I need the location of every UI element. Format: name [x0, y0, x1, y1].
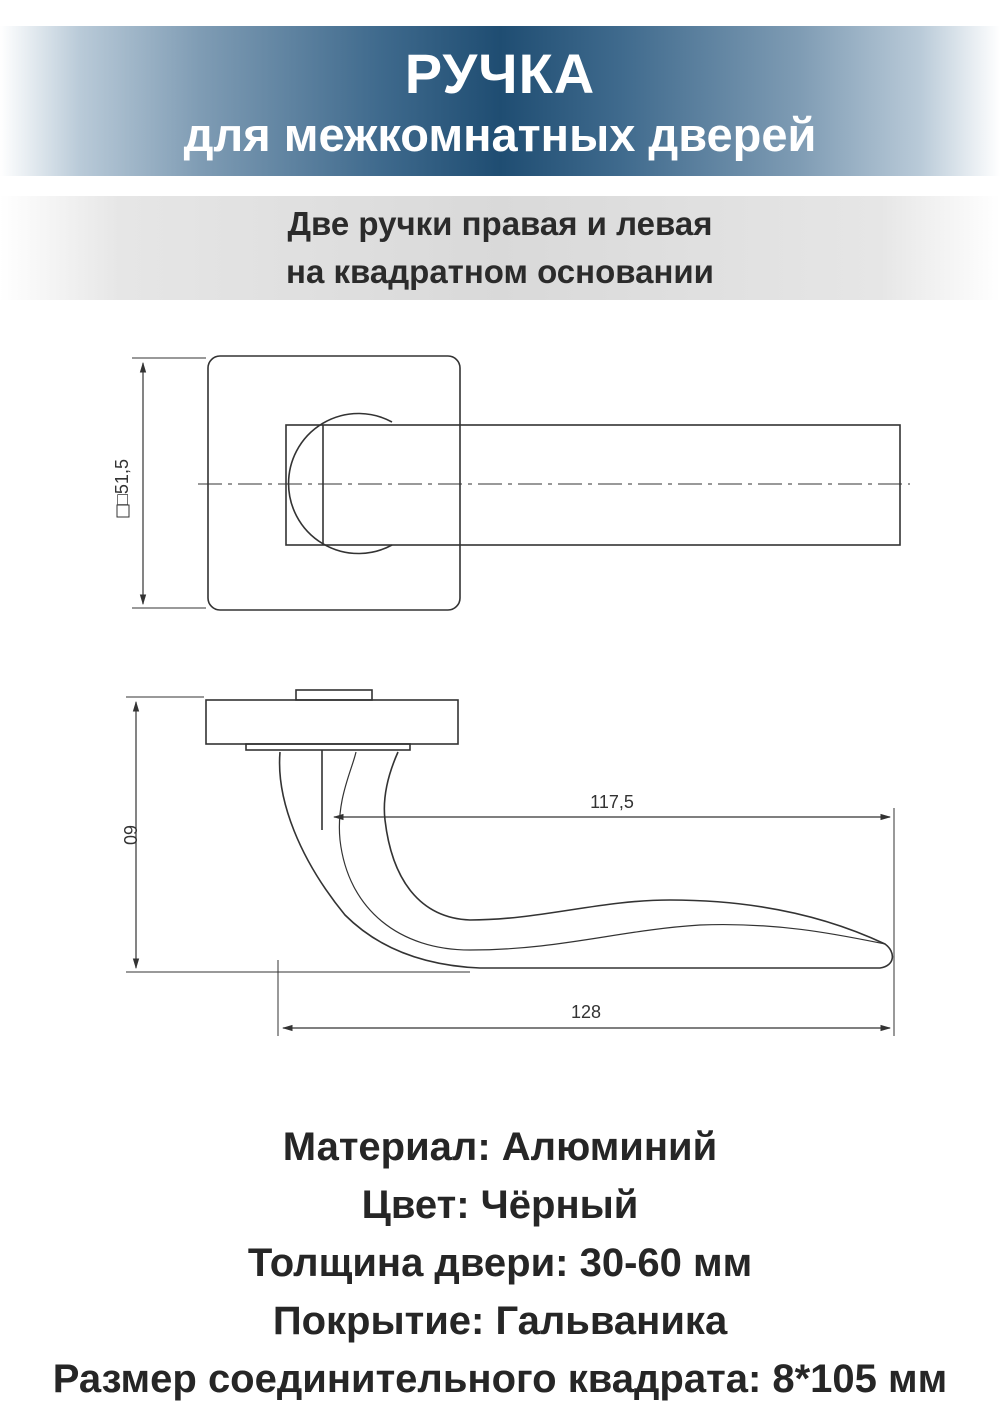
technical-drawing: □51,5 60 117,5 128 — [112, 355, 910, 1036]
square-symbol — [116, 504, 130, 518]
title-banner: РУЧКА для межкомнатных дверей — [0, 26, 1000, 176]
dimension-total-label: 128 — [571, 1002, 601, 1022]
rosette-top-cap — [295, 689, 373, 701]
product-subtitle: для межкомнатных дверей — [183, 108, 817, 161]
spec-square-size: Размер соединительного квадрата: 8*105 м… — [52, 1357, 948, 1401]
description-line-1: Две ручки правая и левая — [287, 205, 713, 242]
rosette-body — [205, 699, 459, 745]
lever-inner-line — [338, 751, 886, 951]
spec-material: Материал: Алюминий — [282, 1125, 718, 1169]
spec-coating: Покрытие: Гальваника — [272, 1299, 728, 1343]
dimension-height-label: 60 — [120, 825, 140, 845]
square-rosette — [207, 355, 461, 611]
top-view — [116, 355, 910, 611]
spec-color: Цвет: Чёрный — [361, 1183, 639, 1227]
spec-door-thickness: Толщина двери: 30-60 мм — [247, 1241, 753, 1285]
lever-outline — [278, 751, 894, 969]
description-line-2: на квадратном основании — [286, 253, 714, 290]
dimension-lever-label: 117,5 — [590, 792, 634, 812]
side-view — [126, 689, 895, 1036]
rosette-ring — [245, 743, 411, 751]
description-band: Две ручки правая и левая на квадратном о… — [0, 196, 1000, 300]
product-title: РУЧКА — [404, 42, 596, 105]
lever-bar-top — [285, 424, 901, 546]
dimension-square-label: □51,5 — [112, 459, 132, 505]
specifications: Материал: Алюминий Цвет: Чёрный Толщина … — [0, 1118, 1000, 1408]
